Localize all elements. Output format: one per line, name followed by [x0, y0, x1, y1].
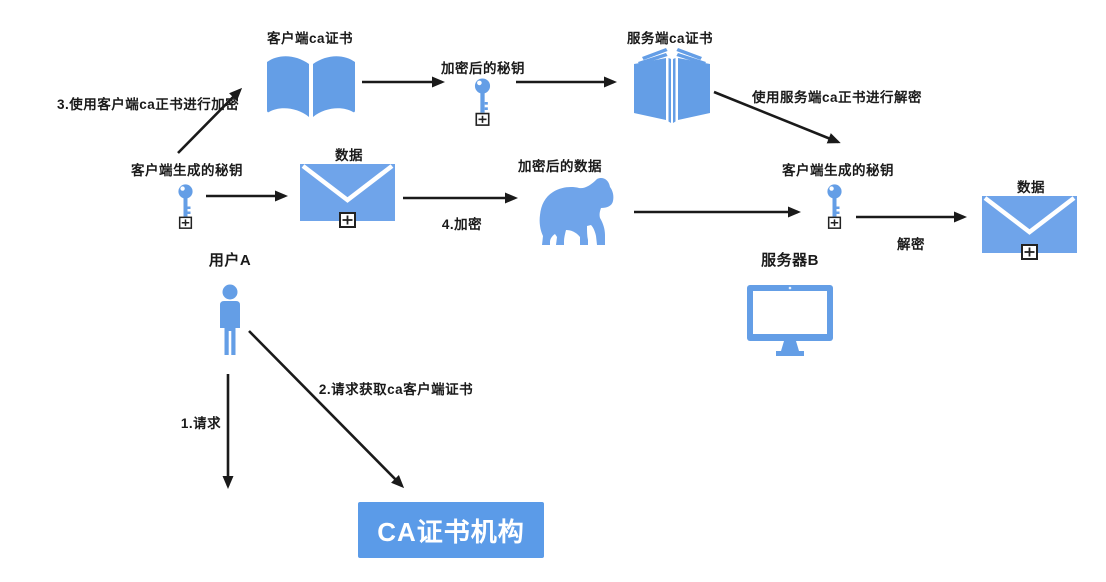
- client-ca-cert-label: 客户端ca证书: [266, 31, 354, 46]
- key-icon: [823, 184, 846, 229]
- envelope-icon: [300, 164, 395, 228]
- plus-badge-icon: [339, 212, 356, 228]
- gorilla-icon: [530, 174, 630, 250]
- decrypt-with-server-cert-label: 使用服务端ca正书进行解密: [751, 90, 923, 105]
- step1-label: 1.请求: [180, 416, 222, 431]
- ca-authority-box: CA证书机构: [358, 502, 544, 558]
- key-icon: [174, 184, 197, 229]
- open-book-icon: [265, 51, 357, 123]
- client-key-right-label: 客户端生成的秘钥: [782, 163, 894, 178]
- client-key-left-label: 客户端生成的秘钥: [131, 163, 243, 178]
- plus-badge-icon: [1021, 244, 1038, 260]
- encrypted-data-label: 加密后的数据: [518, 159, 602, 174]
- standing-book-icon: [628, 46, 716, 126]
- plus-badge-icon: [475, 112, 490, 126]
- data-right-label: 数据: [1017, 180, 1045, 195]
- server-b-label: 服务器B: [761, 252, 819, 269]
- step3-label: 3.使用客户端ca正书进行加密: [57, 97, 240, 112]
- plus-badge-icon: [827, 216, 842, 229]
- server-ca-cert-label: 服务端ca证书: [626, 31, 714, 46]
- arrow-book2-down: [713, 90, 841, 144]
- step2-label: 2.请求获取ca客户端证书: [318, 382, 474, 397]
- monitor-icon: [746, 284, 834, 358]
- user-a-label: 用户A: [208, 252, 252, 269]
- envelope-icon: [982, 196, 1077, 260]
- key-icon: [470, 78, 495, 126]
- arrow-step3-diagonal: [177, 87, 243, 154]
- plus-badge-icon: [178, 216, 193, 229]
- step4-label: 4.加密: [441, 217, 483, 232]
- arrow-step2-to-ca: [248, 330, 405, 489]
- person-icon: [215, 284, 245, 358]
- encrypted-key-label: 加密后的秘钥: [441, 61, 525, 76]
- decrypt-label: 解密: [897, 237, 925, 252]
- data-left-label: 数据: [335, 148, 363, 163]
